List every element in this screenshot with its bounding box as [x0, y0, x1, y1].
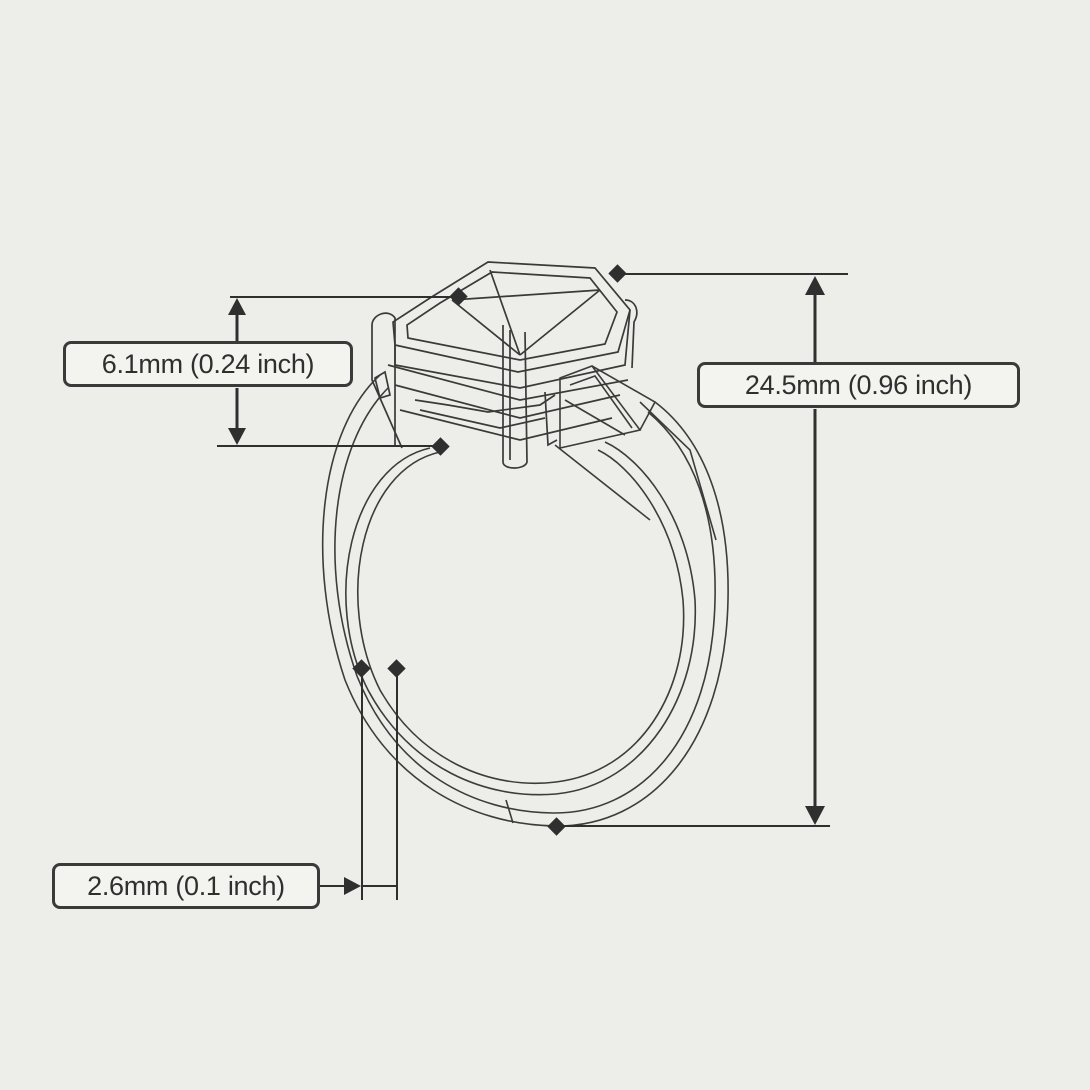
ring-band	[321, 374, 729, 827]
stone-height-dimension	[217, 287, 468, 456]
center-stone-setting	[371, 261, 638, 469]
side-baguette-stone	[559, 365, 657, 449]
total-height-dimension	[547, 264, 848, 836]
total-height-label: 24.5mm (0.96 inch)	[697, 362, 1020, 408]
band-width-dimension	[320, 659, 406, 900]
band-width-label: 2.6mm (0.1 inch)	[52, 863, 320, 909]
stone-height-label: 6.1mm (0.24 inch)	[63, 341, 353, 387]
